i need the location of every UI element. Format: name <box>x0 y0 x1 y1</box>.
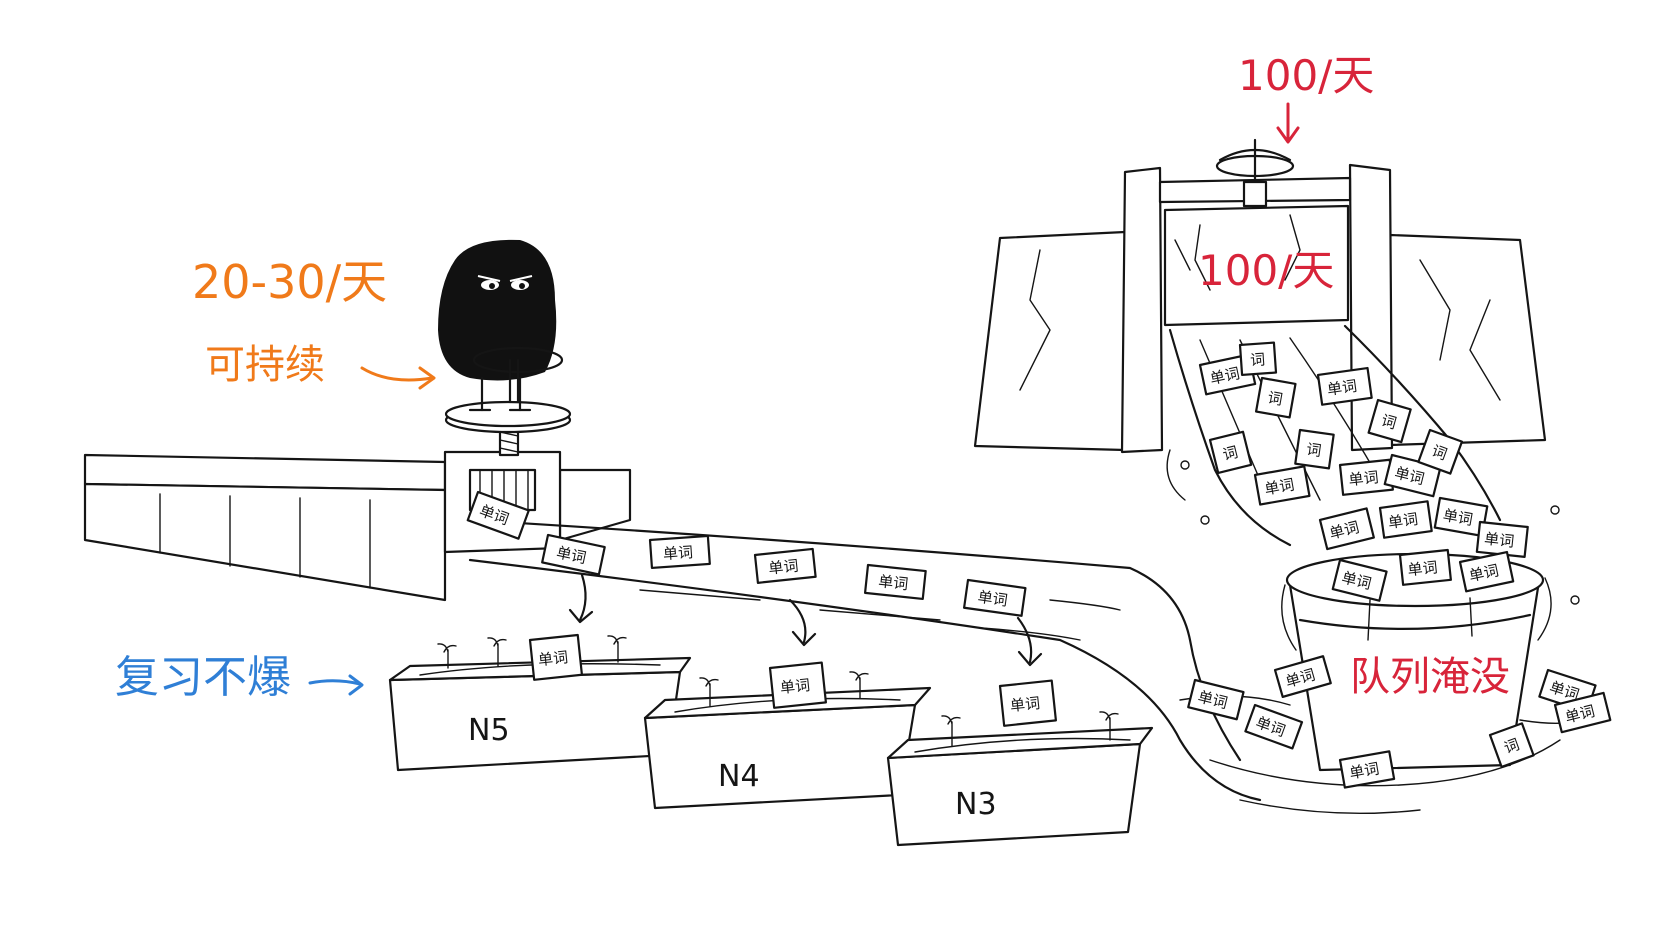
flood-card: 词 <box>1238 341 1278 377</box>
svg-text:单词: 单词 <box>1442 506 1475 529</box>
svg-text:词: 词 <box>1429 442 1449 464</box>
channel-card: 单词 <box>753 547 817 584</box>
box-label-n5: N5 <box>468 713 510 748</box>
box-card: 单词 <box>998 679 1057 727</box>
character <box>438 239 564 412</box>
box-card: 单词 <box>768 661 827 709</box>
svg-text:单词: 单词 <box>768 557 800 578</box>
flood-card: 词 <box>1254 376 1297 419</box>
svg-text:单词: 单词 <box>1348 759 1381 782</box>
planter-box-n5: 单词 N5 <box>388 633 692 772</box>
spill-card: 单词 <box>1187 678 1245 721</box>
flood-card: 词 <box>1367 398 1412 444</box>
spill-card: 单词 <box>1553 691 1612 734</box>
svg-text:词: 词 <box>1379 411 1398 432</box>
spill-card: 单词 <box>1338 750 1396 789</box>
svg-text:单词: 单词 <box>1263 475 1296 498</box>
channel-card: 单词 <box>863 563 927 601</box>
svg-text:单词: 单词 <box>1348 468 1380 489</box>
channel-cards: 单词 单词 单词 单词 单词 单词 <box>466 490 1027 617</box>
svg-text:词: 词 <box>1305 440 1322 460</box>
bucket-card: 单词 <box>1378 500 1433 539</box>
flood-card: 词 <box>1294 428 1335 470</box>
planter-box-n4: 单词 N4 <box>643 661 932 810</box>
svg-text:单词: 单词 <box>1387 510 1419 532</box>
svg-text:单词: 单词 <box>537 648 569 669</box>
channel-card: 单词 <box>648 534 711 570</box>
channel-wall <box>83 453 632 602</box>
bucket-card: 单词 <box>1433 496 1489 537</box>
svg-text:单词: 单词 <box>1326 377 1358 399</box>
flood-card: 单词 <box>1316 366 1373 406</box>
svg-text:单词: 单词 <box>877 572 909 593</box>
svg-text:单词: 单词 <box>555 543 588 567</box>
svg-text:单词: 单词 <box>662 543 693 563</box>
svg-text:单词: 单词 <box>1208 364 1241 388</box>
red-annotation: 100/天 100/天 队列淹没 <box>1198 51 1510 700</box>
bucket-cards: 单词 单词 单词 单词 单词 单词 单词 <box>1318 496 1529 602</box>
bucket-card: 单词 <box>1398 548 1452 586</box>
drop-arrows <box>568 573 1043 667</box>
box-label-n4: N4 <box>718 759 760 794</box>
orange-arrow <box>360 366 434 382</box>
spill-card: 单词 <box>1273 655 1332 699</box>
channel-card: 单词 <box>541 533 606 576</box>
water-channel <box>468 518 1262 802</box>
bucket-card: 单词 <box>1458 550 1515 593</box>
bucket-card: 单词 <box>1475 520 1529 558</box>
red-rate-gate-label: 100/天 <box>1198 246 1334 295</box>
blue-arrow <box>308 679 362 686</box>
svg-text:词: 词 <box>1502 735 1522 757</box>
orange-rate-label: 20-30/天 <box>192 255 387 309</box>
orange-annotation: 20-30/天 可持续 <box>192 255 436 390</box>
svg-text:单词: 单词 <box>1483 530 1515 551</box>
flood-cards: 单词 词 单词 词 单词 词 词 单词 <box>1198 341 1464 506</box>
spill-cards: 单词 单词 单词 单词 单词 词 单词 <box>1187 655 1612 789</box>
flood-card: 单词 <box>1338 458 1394 496</box>
red-note-label: 队列淹没 <box>1350 654 1510 700</box>
blue-annotation: 复习不爆 <box>115 652 364 703</box>
flood-card: 单词 <box>1253 465 1311 506</box>
box-label-n3: N3 <box>955 787 997 822</box>
svg-text:单词: 单词 <box>1467 561 1500 585</box>
spill-card: 单词 <box>1244 703 1304 750</box>
spill-card: 词 <box>1488 722 1535 769</box>
box-card: 单词 <box>528 633 584 681</box>
svg-text:单词: 单词 <box>1009 694 1041 715</box>
svg-text:单词: 单词 <box>779 676 811 697</box>
orange-note-label: 可持续 <box>205 342 325 388</box>
channel-card: 单词 <box>466 490 530 540</box>
red-rate-top-label: 100/天 <box>1238 51 1374 100</box>
svg-text:单词: 单词 <box>977 588 1009 610</box>
svg-text:单词: 单词 <box>1407 558 1439 579</box>
planter-box-n3: 单词 N3 <box>886 679 1154 847</box>
flood-card: 词 <box>1208 430 1253 475</box>
big-dam <box>973 138 1547 454</box>
blue-note-label: 复习不爆 <box>115 652 291 703</box>
svg-text:词: 词 <box>1249 350 1265 369</box>
bucket-card: 单词 <box>1318 507 1375 551</box>
flood-card: 词 <box>1417 428 1464 475</box>
bucket-card: 单词 <box>1331 558 1388 602</box>
svg-text:词: 词 <box>1266 388 1284 408</box>
channel-card: 单词 <box>963 578 1027 617</box>
svg-text:词: 词 <box>1221 443 1240 464</box>
